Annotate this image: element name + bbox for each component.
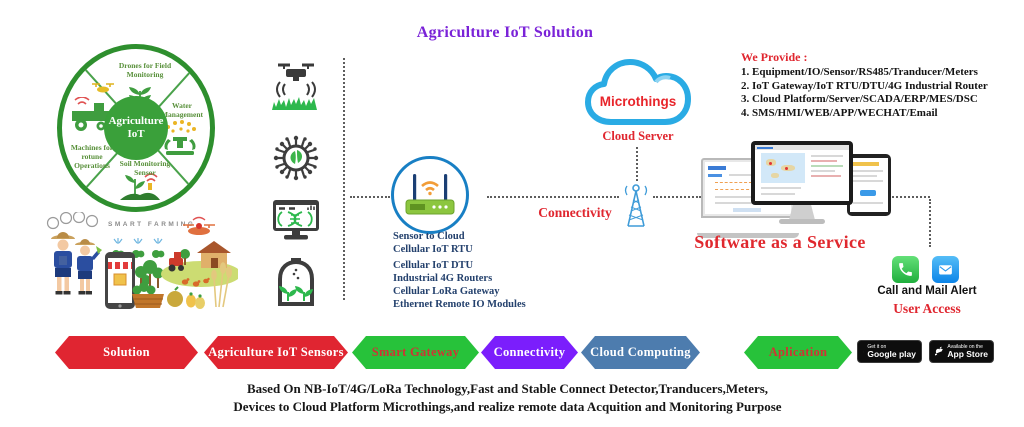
cloud-icon bbox=[585, 59, 691, 125]
imac-base bbox=[779, 219, 825, 224]
we-provide-item: 1. Equipment/IO/Sensor/RS485/Tranducer/M… bbox=[741, 66, 978, 78]
wheel-ring: Drones for Field Monitoring Water Manage… bbox=[57, 44, 215, 212]
gateway-item: Cellular IoT DTU bbox=[393, 259, 474, 271]
sensor-gateway-divider-line bbox=[343, 58, 345, 300]
tractor-icon bbox=[72, 97, 110, 131]
banner-cloud-computing: Cloud Computing bbox=[581, 336, 700, 369]
wheel-segment-drones: Drones for Field Monitoring bbox=[118, 61, 172, 79]
laptop-base bbox=[697, 233, 799, 238]
monitor-dna-icon bbox=[270, 199, 322, 248]
banner-aplication: Aplication bbox=[744, 336, 852, 369]
banner-agriculture-iot-sensors: Agriculture IoT Sensors bbox=[204, 336, 348, 369]
greenhouse-seedling-icon bbox=[270, 257, 322, 312]
footer-line-1: Based On NB-IoT/4G/LoRa Technology,Fast … bbox=[246, 381, 769, 396]
call-mail-alert-label: Call and Mail Alert bbox=[877, 285, 977, 297]
we-provide-item: 2. IoT Gateway/IoT RTU/DTU/4G Industrial… bbox=[741, 79, 988, 92]
wheel-center-label: Agriculture IoT bbox=[104, 96, 168, 160]
dotted-link-down-to-alerts bbox=[929, 199, 931, 247]
cloud-server: Microthings bbox=[583, 56, 693, 132]
smart-farming-caption: SMART FARMING bbox=[108, 221, 196, 228]
banner-smart-gateway: Smart Gateway bbox=[352, 336, 479, 369]
banner-solution: Solution bbox=[55, 336, 198, 369]
imac-stand bbox=[789, 205, 815, 220]
field-drone-sensor-icon bbox=[270, 60, 322, 117]
we-provide-item: 3. Cloud Platform/Server/SCADA/ERP/MES/D… bbox=[741, 93, 978, 105]
soil-sensor-icon bbox=[120, 173, 160, 200]
wheel-segment-machines: Machines for rotune Operations bbox=[70, 143, 114, 170]
smart-gateway-router-icon bbox=[391, 156, 469, 234]
dotted-link-tower-devices bbox=[653, 196, 701, 198]
dashboard-map bbox=[761, 153, 805, 183]
badge-tagline: Get it on bbox=[867, 343, 887, 350]
smart-farming-illustration bbox=[46, 212, 238, 309]
banner-connectivity: Connectivity bbox=[481, 336, 578, 369]
mail-icon bbox=[932, 256, 959, 283]
tablet bbox=[847, 154, 891, 216]
sprinkler-icon bbox=[164, 120, 196, 155]
gateway-item: Ethernet Remote IO Modules bbox=[393, 298, 526, 310]
gateway-item: Industrial 4G Routers bbox=[393, 272, 493, 284]
imac-monitor bbox=[751, 141, 853, 224]
agriculture-iot-wheel: Drones for Field Monitoring Water Manage… bbox=[57, 44, 215, 212]
cell-tower-icon bbox=[624, 184, 648, 227]
footer-line-2: Devices to Cloud Platform Microthings,an… bbox=[233, 399, 782, 414]
gateway-item: Sensor to Cloud bbox=[393, 231, 465, 242]
saas-devices bbox=[697, 141, 893, 238]
wheel-segment-soil: Soil Monitoring Sensor bbox=[119, 159, 171, 177]
cloud-name: Microthings bbox=[599, 94, 677, 109]
badge-tagline: Available on the bbox=[947, 343, 983, 350]
dotted-link-sensors-gateway bbox=[350, 196, 390, 198]
dotted-link-gateway-tower bbox=[487, 196, 619, 198]
dotted-link-devices-users bbox=[888, 196, 930, 198]
google-play-badge[interactable]: Get it on Google play bbox=[857, 340, 922, 363]
connectivity-label: Connectivity bbox=[538, 205, 612, 220]
we-provide-item: 4. SMS/HMI/WEB/APP/WECHAT/Email bbox=[741, 106, 938, 119]
we-provide-list: We Provide : 1. Equipment/IO/Sensor/RS48… bbox=[741, 50, 1006, 120]
mini-drone-icon bbox=[92, 83, 114, 93]
chip-leaf-sensor-icon bbox=[270, 134, 322, 187]
wheel-segment-water: Water Management bbox=[160, 101, 204, 119]
badge-store-name: App Store bbox=[947, 348, 988, 359]
gateway-item: Cellular LoRa Gateway bbox=[393, 285, 500, 297]
cloud-caption: Cloud Server bbox=[602, 129, 674, 143]
user-access-label: User Access bbox=[893, 301, 961, 316]
saas-label: Software as a Service bbox=[694, 232, 866, 252]
page-title: Agriculture IoT Solution bbox=[416, 24, 594, 41]
dotted-link-cloud-tower bbox=[636, 147, 638, 181]
app-store-badge[interactable]: Available on the App Store bbox=[929, 340, 994, 363]
badge-store-name: Google play bbox=[867, 348, 916, 359]
apple-icon bbox=[935, 346, 943, 356]
call-icon bbox=[892, 256, 919, 283]
we-provide-heading: We Provide : bbox=[741, 50, 808, 64]
gateway-item: Cellular IoT RTU bbox=[393, 244, 473, 255]
gateway-capability-list: Sensor to Cloud Cellular IoT RTU Cellula… bbox=[393, 231, 526, 312]
